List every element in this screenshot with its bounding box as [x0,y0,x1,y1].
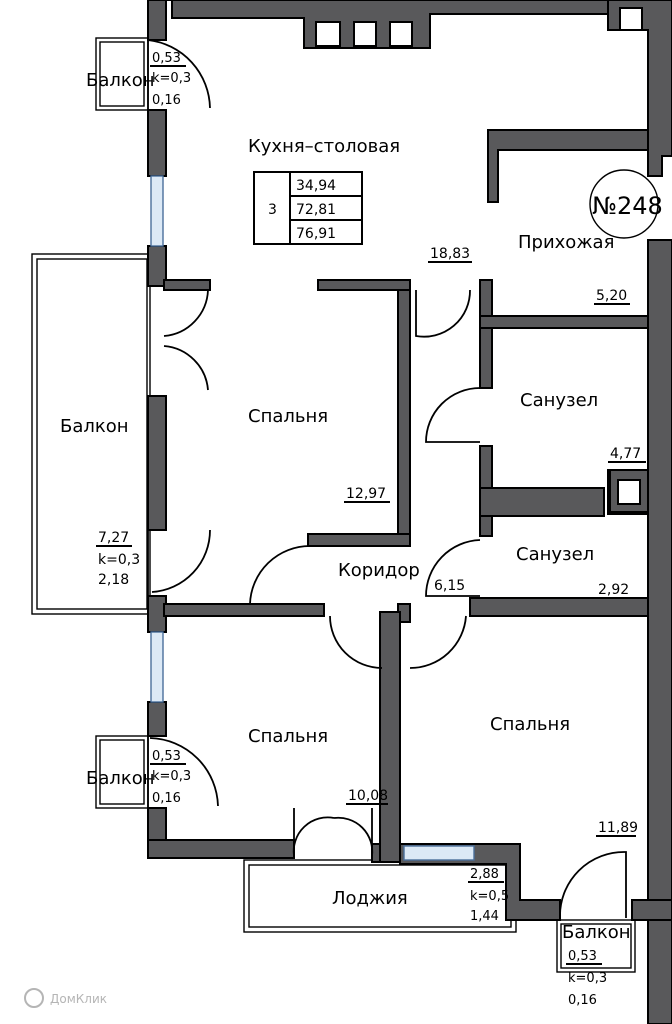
room-labels: Кухня–столовая Прихожая Спальня Санузел … [60,70,631,943]
reduced-balcony-br: 0,16 [568,993,597,1008]
room-name-corridor: Коридор [338,560,420,581]
area-balcony-mid: 0,53 [152,749,181,764]
reduced-loggia: 1,44 [470,909,499,924]
apartment-number-badge: №248 [589,169,663,239]
reduced-balcony-big: 2,18 [98,572,129,588]
watermark-logo-icon [24,988,44,1008]
area-summary-box: 3 34,94 72,81 76,91 [253,171,363,245]
room-name-bath1: Санузел [520,390,598,411]
shafts [315,7,643,505]
watermark-text: ДомКлик [50,992,107,1006]
walls [147,0,672,1024]
reduced-balcony-top: 0,16 [152,93,181,108]
room-name-kitchen: Кухня–столовая [248,136,400,157]
area-corridor: 6,15 [434,578,465,594]
room-name-loggia: Лоджия [332,888,408,909]
area-bath2: 2,92 [598,582,629,598]
area-hallway: 5,20 [596,288,627,304]
reduced-balcony-mid: 0,16 [152,791,181,806]
area-balcony-br: 0,53 [568,949,597,964]
area-loggia: 2,88 [470,867,499,882]
windows [150,175,475,861]
room-areas: 18,83 5,20 12,97 4,77 2,92 6,15 10,08 11… [96,51,646,1008]
room-name-hallway: Прихожая [518,232,614,253]
coef-balcony-top: k=0,3 [152,71,191,86]
area-balcony-big: 7,27 [98,530,129,546]
area-balcony-top: 0,53 [152,51,181,66]
coef-loggia: k=0,5 [470,889,509,904]
total-area-with-balconies: 76,91 [296,226,336,242]
area-bedroom2: 10,08 [348,788,388,804]
coef-balcony-br: k=0,3 [568,971,607,986]
room-name-balcony-top: Балкон [86,70,155,91]
room-name-bedroom1: Спальня [248,406,328,427]
area-bath1: 4,77 [610,446,641,462]
room-name-bedroom3: Спальня [490,714,570,735]
room-count: 3 [268,202,277,218]
room-name-bedroom2: Спальня [248,726,328,747]
coef-balcony-mid: k=0,3 [152,769,191,784]
room-name-balcony-mid: Балкон [86,768,155,789]
room-name-balcony-br: Балкон [562,922,631,943]
area-bedroom3: 11,89 [598,820,638,836]
living-area: 34,94 [296,178,336,194]
total-area: 72,81 [296,202,336,218]
coef-balcony-big: k=0,3 [98,552,140,568]
watermark: ДомКлик [24,988,107,1008]
room-name-bath2: Санузел [516,544,594,565]
area-bedroom1: 12,97 [346,486,386,502]
apartment-number: №248 [592,192,663,220]
area-kitchen: 18,83 [430,246,470,262]
doors [147,39,627,919]
room-name-balcony-big: Балкон [60,416,129,437]
